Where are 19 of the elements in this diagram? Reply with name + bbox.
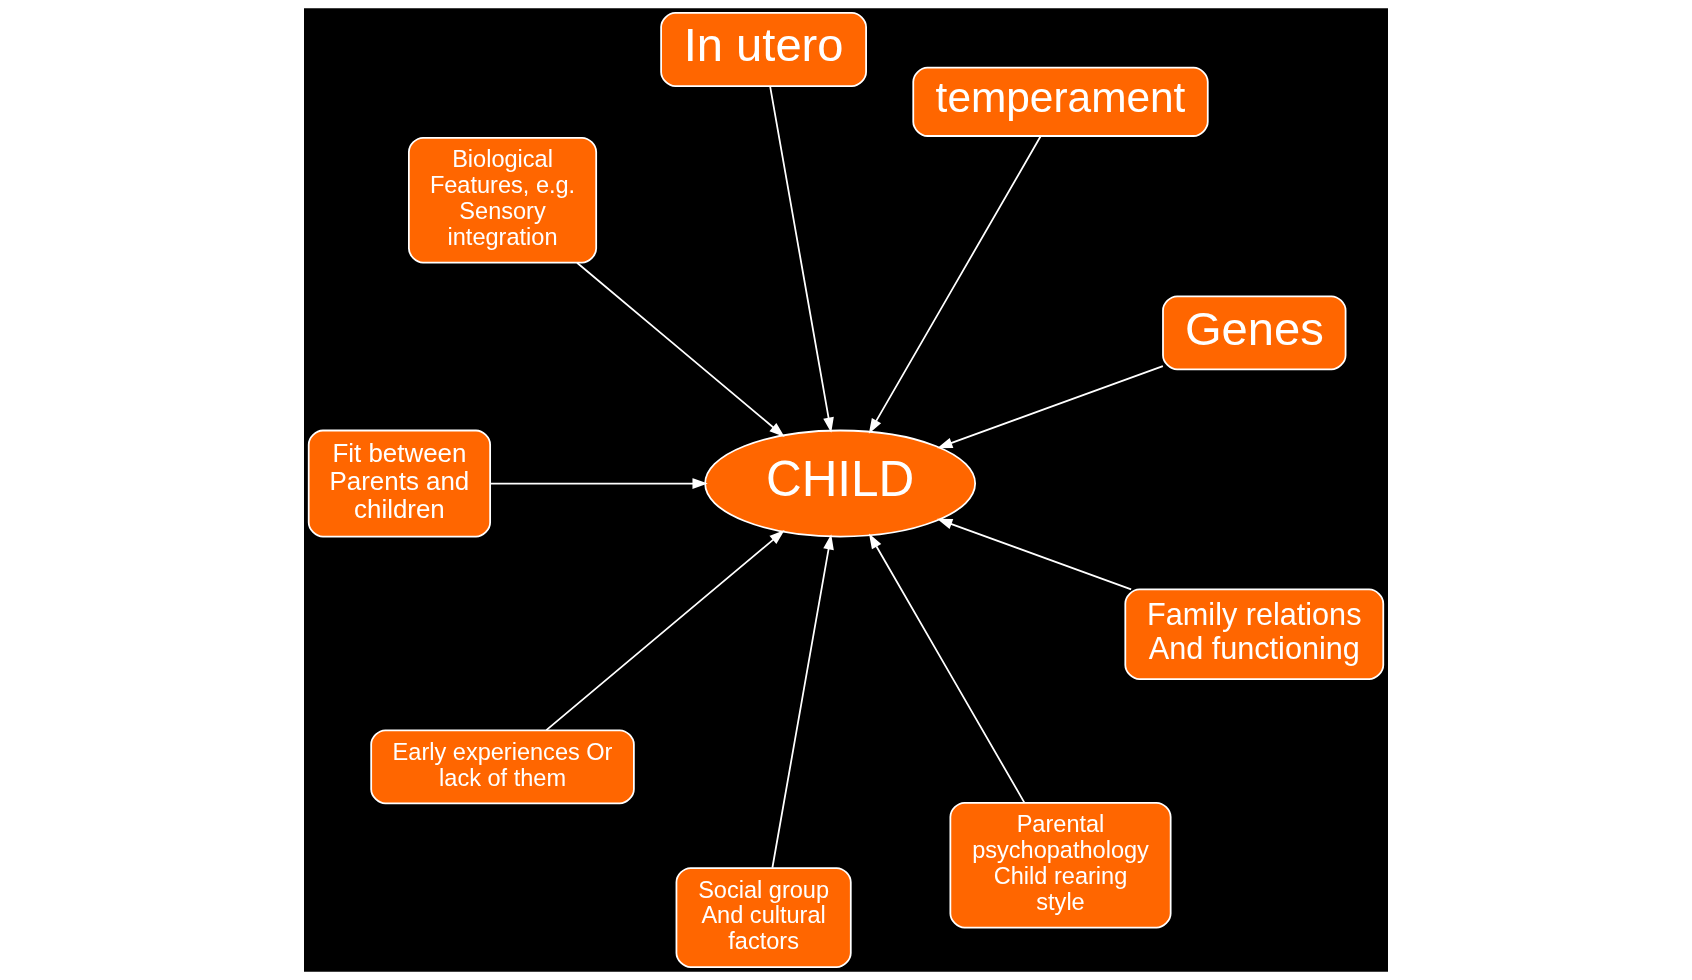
node-box: Biological Features, e.g. Sensory integration <box>408 136 598 264</box>
arrow <box>489 478 708 489</box>
node-box: Genes <box>1162 295 1347 371</box>
arrow <box>937 518 1133 591</box>
node-ellipse: CHILD <box>704 429 977 538</box>
arrow <box>769 85 834 433</box>
node-box: In utero <box>660 12 867 87</box>
node-box: Parental psychopathology Child rearing style <box>949 801 1172 929</box>
node-box: Early experiences Or lack of them <box>370 729 635 805</box>
node-box: Family relations And functioning <box>1124 588 1385 680</box>
arrow <box>868 135 1042 434</box>
node-box: Fit between Parents and children <box>307 429 491 538</box>
node-box: Social group And cultural factors <box>675 867 852 968</box>
arrow <box>576 261 785 437</box>
arrow <box>771 534 834 869</box>
arrow <box>868 533 1026 804</box>
arrow <box>937 365 1164 449</box>
arrow <box>545 530 785 731</box>
node-box: temperament <box>912 66 1209 137</box>
